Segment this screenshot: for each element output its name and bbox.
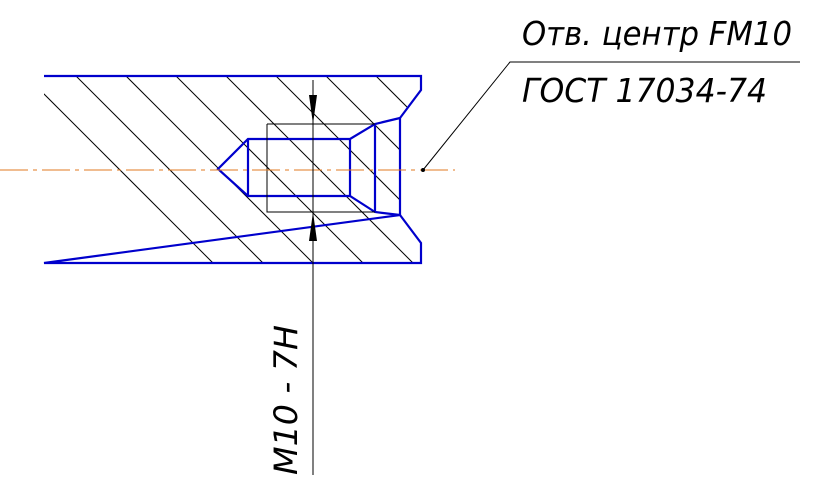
dimension-arrow-bottom (309, 212, 317, 241)
dimension-arrow-top (309, 95, 317, 124)
section-hatching (44, 76, 421, 263)
leader-line (422, 61, 800, 171)
leader-note-line1: Отв. центр FM10 (522, 14, 792, 53)
thread-major-diameter (266, 123, 375, 213)
center-hole-contour (216, 116, 402, 217)
leader-note-line2: ГОСТ 17034-74 (522, 71, 767, 110)
leader-point (421, 168, 425, 172)
part-outline (43, 74, 423, 265)
thread-dimension-label: M10 - 7H (267, 325, 305, 475)
